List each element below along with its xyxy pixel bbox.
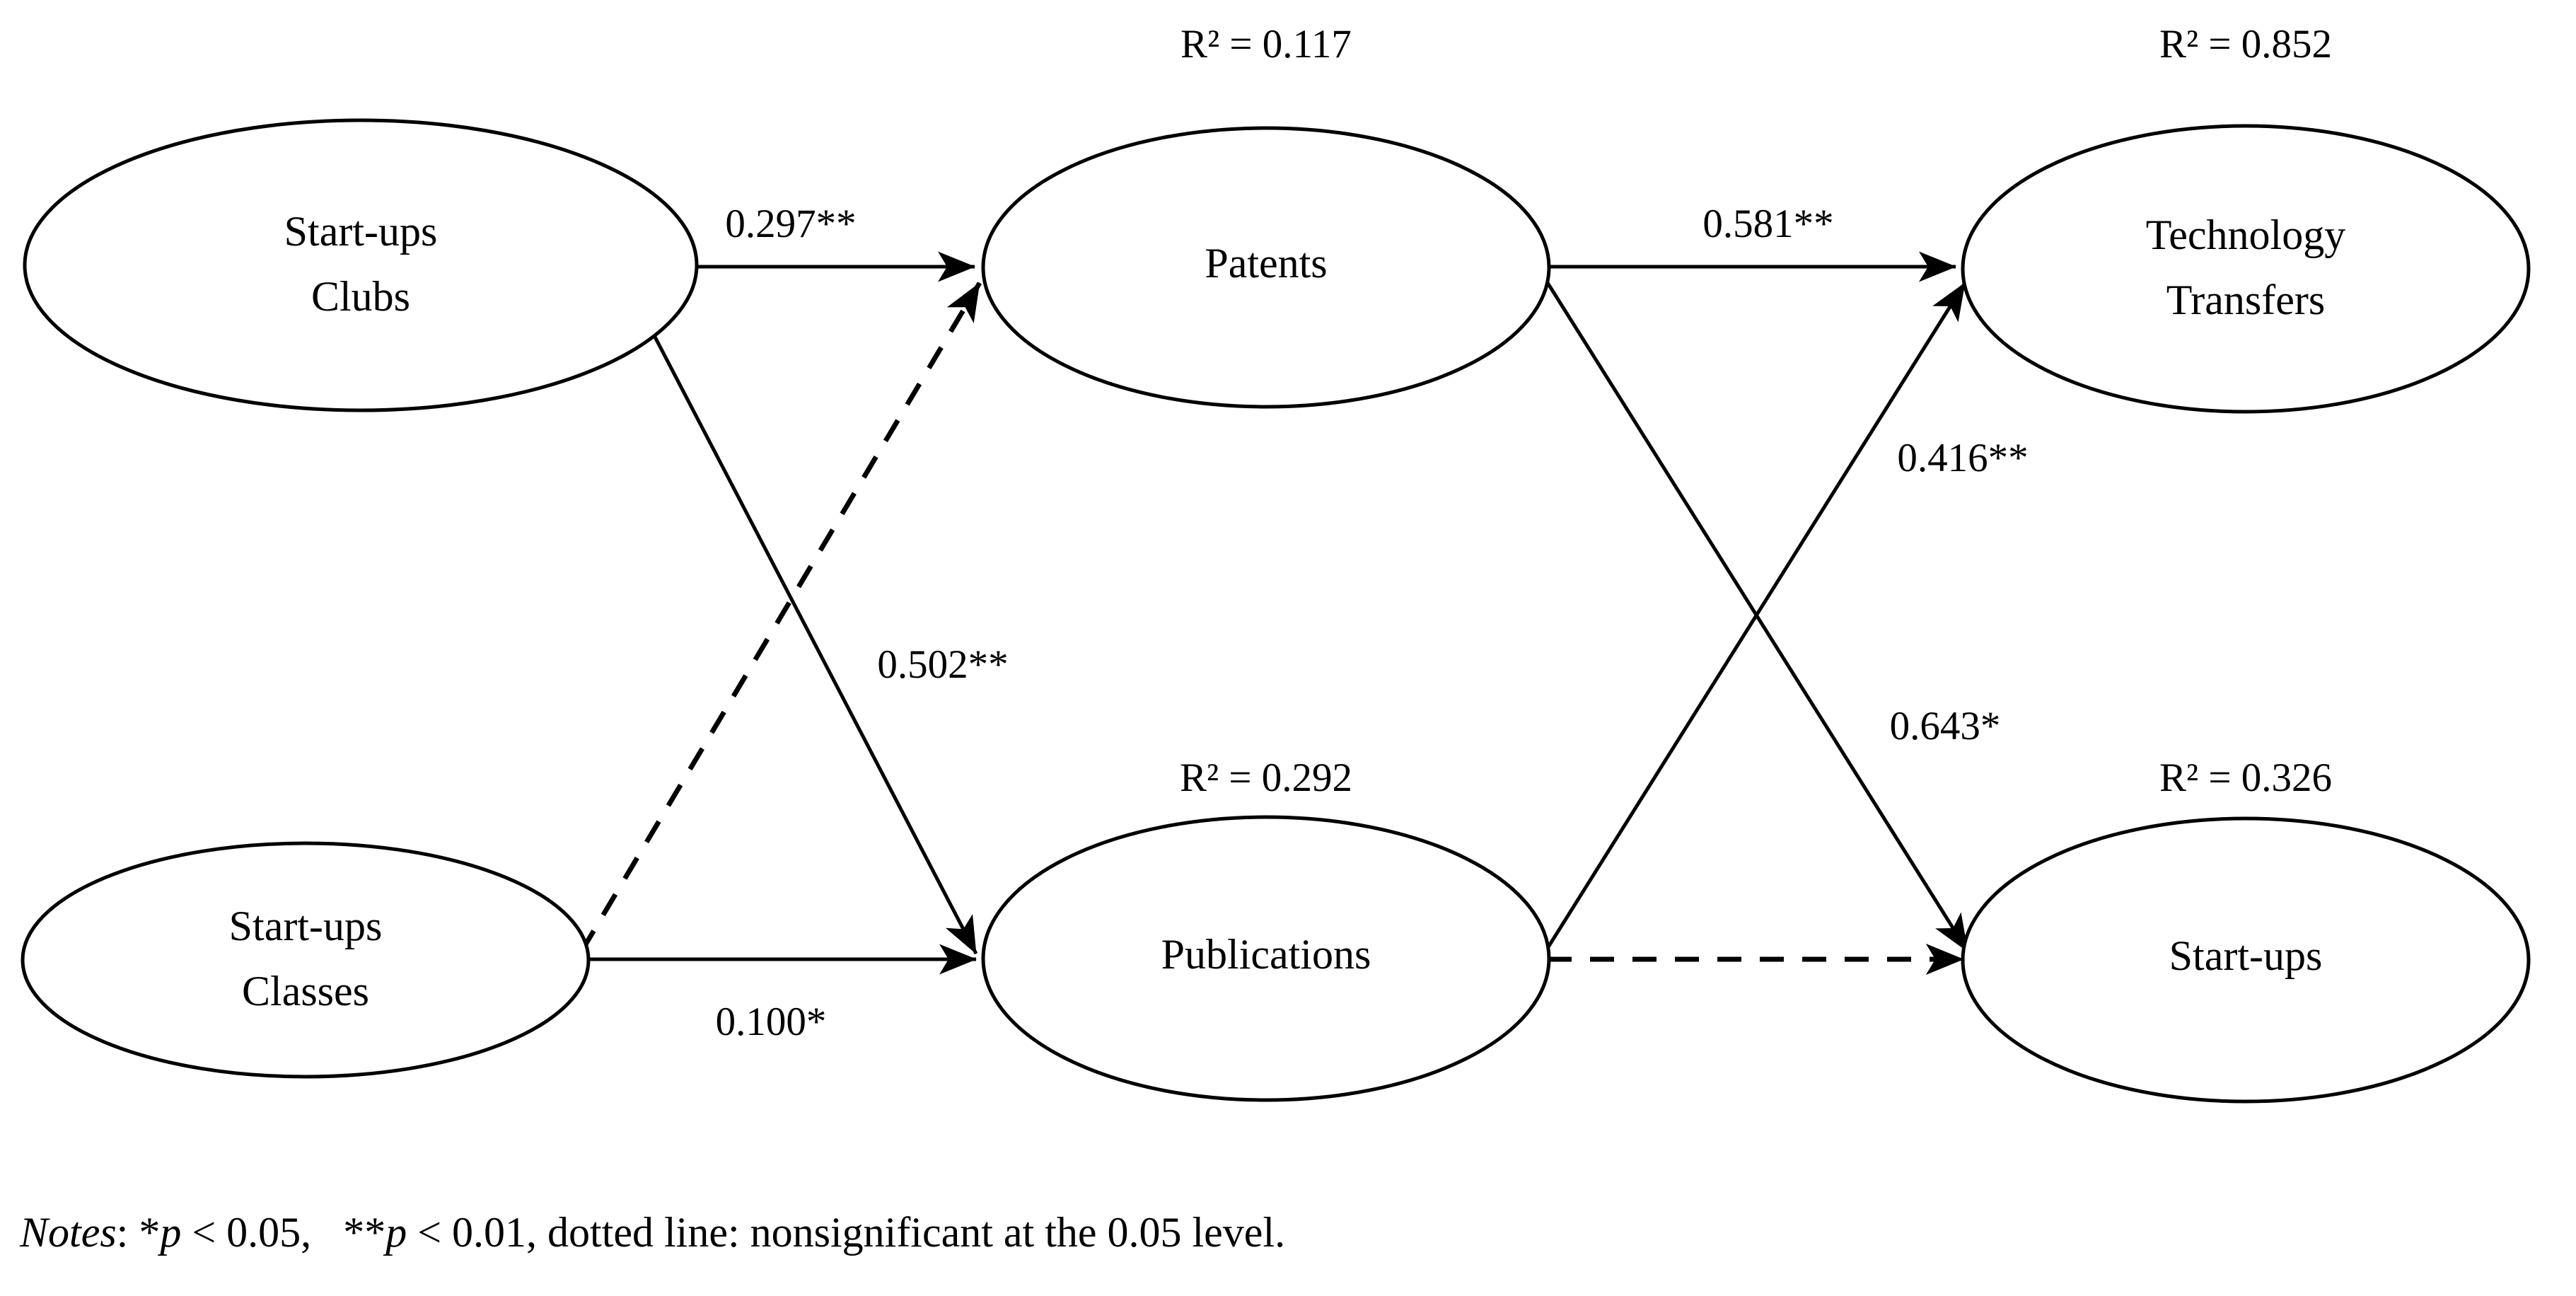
edge-line-publications-to-techtransfers — [1543, 282, 1967, 953]
edge-line-patents-to-startups — [1543, 278, 1970, 953]
r2-label-publications: R² = 0.292 — [1180, 756, 1352, 800]
notes-seg1-rest: < 0.05, — [181, 1209, 344, 1256]
edge-line-clubs-to-publications — [620, 273, 978, 955]
node-label-startups: Start-ups — [2169, 932, 2323, 979]
node-label-startups-clubs-line1: Start-ups — [284, 208, 438, 255]
node-startups[interactable]: Start-ups R² = 0.326 — [1961, 756, 2531, 1104]
r2-label-patents: R² = 0.117 — [1180, 22, 1352, 66]
edge-patents-to-techtransfers: 0.581** — [1548, 202, 1957, 282]
node-label-startups-classes-line2: Classes — [242, 968, 369, 1014]
node-publications[interactable]: Publications R² = 0.292 — [981, 756, 1551, 1102]
figure-notes: Notes: *p < 0.05, **p < 0.01, dotted lin… — [20, 1211, 1285, 1254]
notes-seg2-p: p — [385, 1209, 407, 1256]
node-label-technology-transfers-line2: Transfers — [2166, 277, 2325, 323]
edge-clubs-to-patents: 0.297** — [687, 202, 976, 282]
node-startups-classes[interactable]: Start-ups Classes — [21, 841, 591, 1079]
node-label-startups-clubs-line2: Clubs — [311, 273, 410, 320]
edge-line-classes-to-patents — [579, 282, 982, 953]
node-ellipse-technology-transfers[interactable] — [1961, 124, 2531, 414]
edge-label-clubs-to-publications: 0.502** — [877, 642, 1008, 687]
node-technology-transfers[interactable]: Technology Transfers R² = 0.852 — [1961, 22, 2531, 414]
edge-classes-to-patents — [579, 282, 982, 953]
node-label-startups-classes-line1: Start-ups — [229, 903, 383, 949]
edge-publications-to-techtransfers: 0.416** — [1543, 282, 2029, 953]
node-ellipse-publications[interactable] — [981, 815, 1551, 1102]
edge-clubs-to-publications: 0.502** — [620, 273, 1009, 955]
notes-seg1-p: p — [160, 1209, 182, 1256]
node-ellipse-startups-classes[interactable] — [21, 841, 591, 1079]
edge-label-clubs-to-patents: 0.297** — [725, 202, 856, 246]
edge-label-patents-to-startups: 0.643* — [1890, 704, 2001, 748]
notes-seg2-stars: ** — [343, 1209, 386, 1256]
notes-colon: : — [116, 1209, 139, 1256]
node-label-technology-transfers-line1: Technology — [2146, 212, 2345, 258]
node-patents[interactable]: Patents R² = 0.117 — [981, 22, 1551, 409]
notes-seg2-rest: < 0.01, dotted line: nonsignificant at t… — [407, 1209, 1286, 1256]
edge-patents-to-startups: 0.643* — [1543, 278, 2001, 953]
node-ellipse-patents[interactable] — [981, 126, 1551, 409]
node-label-publications: Publications — [1161, 931, 1371, 978]
edge-label-classes-to-publications: 0.100* — [716, 1000, 827, 1044]
node-ellipse-startups[interactable] — [1961, 816, 2531, 1104]
node-ellipse-startups-clubs[interactable] — [23, 118, 699, 412]
r2-label-startups: R² = 0.326 — [2159, 756, 2332, 800]
edge-classes-to-publications: 0.100* — [586, 944, 977, 1044]
node-label-patents: Patents — [1205, 240, 1327, 287]
node-startups-clubs[interactable]: Start-ups Clubs — [23, 118, 699, 412]
edge-label-publications-to-techtransfers: 0.416** — [1897, 436, 2028, 480]
notes-seg1-stars: * — [139, 1209, 161, 1256]
edge-label-patents-to-techtransfers: 0.581** — [1702, 202, 1833, 246]
r2-label-technology-transfers: R² = 0.852 — [2159, 22, 2332, 66]
notes-prefix: Notes — [20, 1209, 117, 1256]
